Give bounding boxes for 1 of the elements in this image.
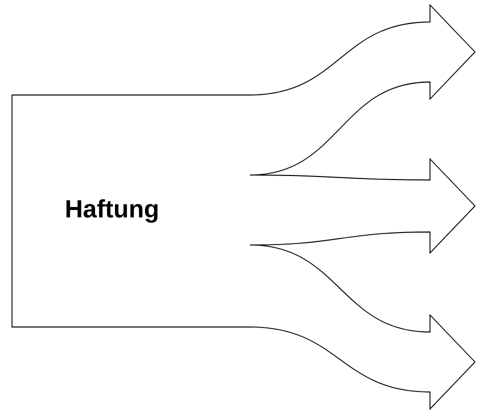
- split-arrow-box: Haftung: [12, 4, 476, 410]
